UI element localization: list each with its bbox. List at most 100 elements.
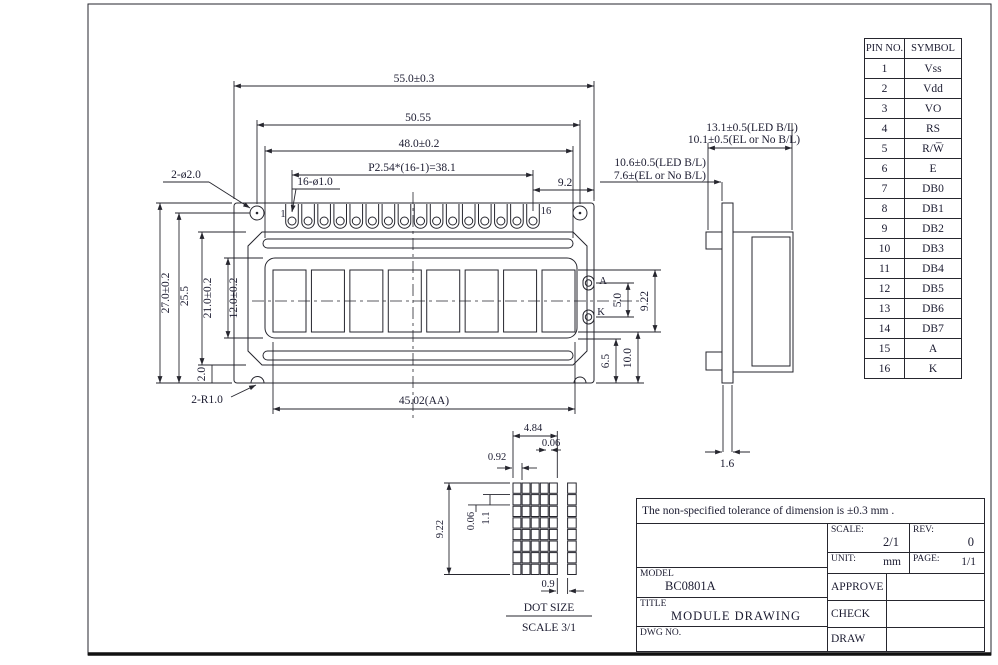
pin-pad <box>413 204 428 229</box>
dim-dot-gap-left: 0.06 <box>466 512 477 530</box>
dim-char-gap: 0.9 <box>541 579 554 590</box>
tolerance-note: The non-specified tolerance of dimension… <box>637 499 984 524</box>
adjacent-dot-cell <box>567 528 577 541</box>
dot-cell <box>521 482 531 494</box>
pin-symbol: K <box>904 358 962 379</box>
pin-pad <box>333 204 347 229</box>
dot-cell <box>521 494 531 506</box>
pin-symbol: Vss <box>904 58 962 79</box>
backlight-pads <box>582 275 595 325</box>
pin-hole <box>528 216 538 226</box>
dot-grid <box>512 482 577 576</box>
pin-pad <box>494 204 508 229</box>
pin-pad <box>461 204 476 229</box>
pin-pad <box>526 204 540 229</box>
dot-cell <box>530 517 540 529</box>
adjacent-dot-cell <box>567 505 577 518</box>
dot-size-detail: 4.84 0.06 0.92 9.22 1.1 0.06 0.9 DOT SIZ… <box>435 423 592 634</box>
dot-cell <box>539 517 549 529</box>
dot-cell <box>521 563 531 576</box>
dim-255: 25.5 <box>179 286 191 306</box>
dim-dot-11: 1.1 <box>481 511 492 524</box>
page-value: 1/1 <box>961 556 976 568</box>
dim-5055: 50.55 <box>405 112 431 124</box>
dim-21: 21.0±0.2 <box>202 277 214 318</box>
title-value: MODULE DRAWING <box>671 609 801 623</box>
pin-hole <box>351 216 361 226</box>
side-display-body <box>732 231 794 373</box>
dim-5: 5.0 <box>612 293 624 308</box>
dot-cell <box>512 552 522 564</box>
unit-value: mm <box>883 556 901 568</box>
rev-label: REV: <box>913 525 934 535</box>
pin-hole <box>432 216 442 226</box>
pad-a-label: A <box>599 276 607 287</box>
dot-cell <box>521 540 531 552</box>
side-tab-bottom <box>705 351 723 371</box>
pin-number: 12 <box>864 278 905 299</box>
title-cell: TITLE MODULE DRAWING <box>637 598 828 627</box>
pin-number: 11 <box>864 258 905 279</box>
pin-symbol: A <box>904 338 962 359</box>
pin-hole <box>287 216 297 226</box>
pin-pad <box>317 204 331 229</box>
pin-hole <box>416 216 426 226</box>
pin-number: 3 <box>864 98 905 119</box>
dim-922: 9.22 <box>639 291 651 311</box>
pin-pad <box>285 204 299 229</box>
pin-pad <box>510 204 524 229</box>
side-tab-top <box>705 231 723 250</box>
pin-symbol: DB3 <box>904 238 962 259</box>
dot-cell <box>539 482 549 494</box>
rev-value: 0 <box>967 535 974 549</box>
dot-cell <box>548 517 558 529</box>
dot-cell <box>530 540 540 552</box>
dot-cell <box>539 505 549 518</box>
dot-cell <box>512 517 522 529</box>
pin-pad <box>478 204 492 229</box>
dim-dot-092: 0.92 <box>488 452 506 463</box>
dim-2: 2.0 <box>196 367 208 382</box>
sheet-frame <box>87 3 992 656</box>
adjacent-dot-cell <box>567 517 577 529</box>
pin-symbol: DB4 <box>904 258 962 279</box>
pin-hole <box>448 216 458 226</box>
dim-48: 48.0±0.2 <box>399 138 440 150</box>
dim-10: 10.0 <box>622 348 634 368</box>
model-cell: MODEL BC0801A <box>637 568 828 598</box>
bottom-slot <box>262 350 574 361</box>
pin-symbol: DB7 <box>904 318 962 339</box>
scale-cell: SCALE: 2/1 <box>828 524 910 553</box>
top-slot <box>262 238 574 249</box>
pin-no-header: PIN NO. <box>864 38 905 59</box>
page-cell: PAGE: 1/1 <box>910 553 984 574</box>
approve-cell: APPROVE <box>828 574 887 601</box>
dot-cell <box>530 528 540 541</box>
unit-label: UNIT: <box>831 554 856 564</box>
pin-table-header: PIN NO. SYMBOL <box>864 38 962 59</box>
adjacent-dot-cell <box>567 563 577 576</box>
dot-cell <box>512 494 522 506</box>
pin-number: 15 <box>864 338 905 359</box>
pin-hole <box>512 216 522 226</box>
pin-number: 1 <box>864 58 905 79</box>
dot-cell <box>512 563 522 576</box>
pin-hole <box>383 216 393 226</box>
dim-pitch: P2.54*(16-1)=38.1 <box>368 162 456 174</box>
dot-cell <box>548 552 558 564</box>
right-dimensions: 5.0 9.22 10.0 6.5 <box>578 269 661 384</box>
dwg-no-label: DWG NO. <box>640 628 682 638</box>
pin-symbol: VO <box>904 98 962 119</box>
pin-pad <box>445 204 460 229</box>
pin-number: 14 <box>864 318 905 339</box>
